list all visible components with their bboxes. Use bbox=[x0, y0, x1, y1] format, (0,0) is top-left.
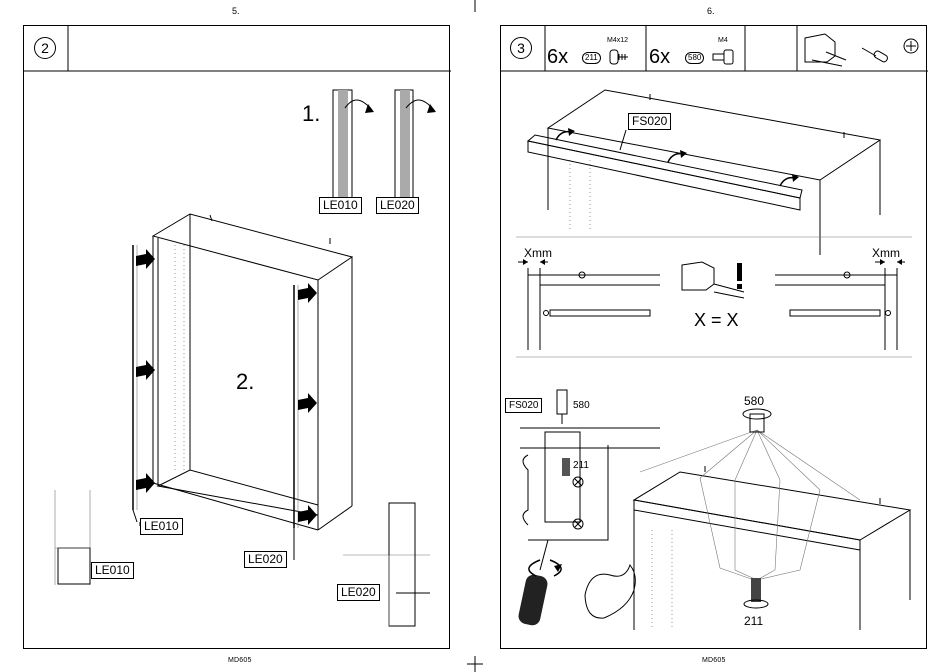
gap-detail-left bbox=[518, 259, 660, 350]
rail-label-fs020: FS020 bbox=[628, 113, 671, 130]
rail-end-detail bbox=[682, 262, 744, 298]
gap-dimension-left: Xmm bbox=[524, 246, 552, 260]
gap-dimension-right: Xmm bbox=[872, 246, 900, 260]
callout-211: 211 bbox=[744, 614, 763, 628]
strong-arm-icon bbox=[585, 565, 635, 618]
detail-callout-580: 580 bbox=[573, 400, 590, 411]
detail-callout-211: 211 bbox=[573, 460, 589, 471]
callout-580: 580 bbox=[744, 394, 764, 408]
detail-label-fs020: FS020 bbox=[505, 398, 542, 413]
gap-equation: X = X bbox=[694, 310, 739, 331]
screw-211-large-icon bbox=[744, 578, 768, 608]
carcass-rail-assembled bbox=[634, 472, 910, 630]
bolt-580-large-icon bbox=[743, 409, 771, 432]
warning-icon bbox=[737, 263, 742, 289]
carcass-top-view bbox=[528, 90, 880, 255]
screwdriver-hand-icon bbox=[517, 540, 562, 627]
gap-detail-right bbox=[775, 259, 905, 350]
fastener-callout-lines bbox=[640, 430, 860, 581]
